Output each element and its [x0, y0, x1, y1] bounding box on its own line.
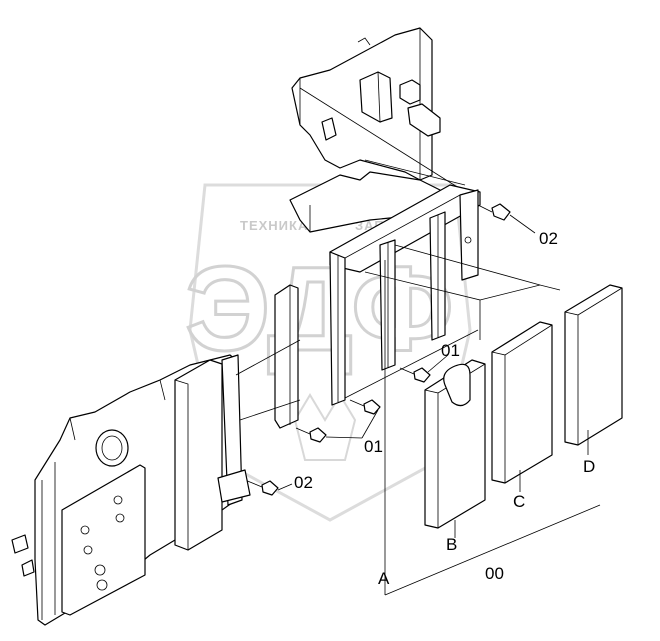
callout-01-low: 01: [364, 437, 383, 456]
leader-line: [299, 87, 471, 196]
callout-02-left: 02: [294, 473, 313, 492]
leader-line: [239, 399, 301, 421]
bolt-02-left: [244, 479, 293, 496]
watermark-text-left: ТЕХНИКА: [240, 218, 308, 233]
callout-01-mid: 01: [441, 341, 460, 360]
callout-d: D: [583, 457, 595, 476]
watermark-letters: ЭДФ: [185, 242, 454, 376]
left-clamp: [217, 469, 251, 503]
backing-sheet-edge: [479, 284, 561, 301]
left-bracket: [221, 354, 243, 506]
left-inner-panel: [174, 359, 223, 551]
upper-bracket: [289, 27, 441, 233]
callout-a: A: [378, 569, 390, 588]
callout-c: C: [513, 492, 525, 511]
bolt-01-low: [295, 399, 381, 443]
side-plate: [274, 284, 299, 429]
leader-line: [364, 159, 466, 186]
callout-b: B: [446, 535, 457, 554]
watermark: ТЕХНИКА ЗАПЧАСТИ ЭДФ: [184, 183, 472, 522]
main-frame: [329, 184, 481, 406]
watermark-wheat-icon: [293, 393, 357, 461]
callout-bracket-00: [384, 260, 601, 596]
cover-panel-a: [424, 359, 486, 529]
callout-00: 00: [485, 564, 504, 583]
cover-panel-c: [564, 284, 623, 446]
cover-panel-b: [491, 321, 553, 484]
bolt-02-top: [477, 203, 536, 234]
callout-02-top: 02: [539, 229, 558, 248]
leader-line: [235, 339, 301, 376]
bolt-01-mid: [399, 354, 449, 383]
leader-line: [394, 244, 541, 286]
